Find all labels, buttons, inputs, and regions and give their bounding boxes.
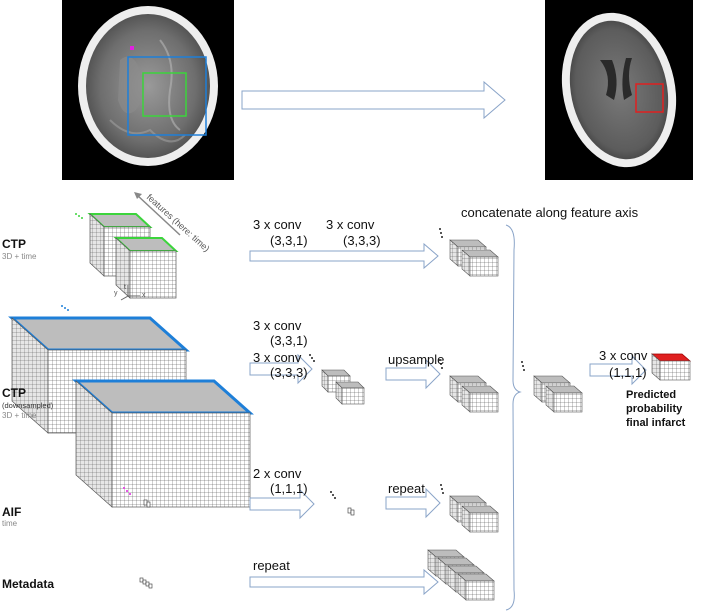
concatenate-label: concatenate along feature axis [461,205,639,220]
conv-3x333-kernel: (3,3,3) [343,233,381,248]
prediction-label: Predicted probability final infarct [626,388,706,430]
metadata-repeated-stack [427,549,495,601]
aif-conv-arrow [249,488,315,520]
upsample-arrow [385,358,441,390]
ctp-downsampled-volume [8,305,254,508]
concatenate-brace [505,224,522,611]
ctp-feature-stack [439,228,499,277]
aif-repeat-label: repeat [388,481,425,496]
metadata-repeat-label: repeat [253,558,290,573]
output-ct-image [545,0,693,180]
conv-3x311-label: 3 x conv [253,217,302,232]
mid-conv-b-kernel: (3,3,3) [270,365,308,380]
aif-repeat-arrow [385,487,441,519]
conv-3x333-label: 3 x conv [326,217,375,232]
ctpds-conv-arrow [249,353,313,385]
upsampled-feature-stack [439,359,499,413]
ctp-row-sub: 3D + time [2,252,37,261]
concatenated-feature-stack [521,361,583,413]
top-arrow [241,80,506,120]
axis-y-label: y [114,290,118,297]
predicted-infarct-volume [650,353,692,381]
mid-conv-a-kernel: (3,3,1) [270,333,308,348]
upsample-label: upsample [388,352,445,367]
aif-marker [130,46,134,50]
ctp-row-title: CTP [2,237,26,251]
mid-conv-a-label: 3 x conv [253,318,302,333]
ctpds-row-mid: (downsampled) [2,401,54,410]
blue-roi-box [127,56,207,136]
mid-conv-b-label: 3 x conv [253,350,302,365]
ctpds-row-title: CTP [2,386,26,400]
prediction-line-3: final infarct [626,417,686,429]
ctpds-feature-stack [309,354,365,405]
final-conv-arrow [589,354,647,386]
red-roi-box [635,83,664,113]
aif-conv-label: 2 x conv [253,466,302,481]
conv-3x311-kernel: (3,3,1) [270,233,308,248]
metadata-row-title: Metadata [2,577,55,591]
prediction-line-1: Predicted [626,389,677,401]
ctp-input-volume [75,213,179,301]
aif-features [330,491,355,516]
features-axis-arrow [136,194,181,236]
aif-conv-kernel: (1,1,1) [270,481,308,496]
input-ct-image [62,0,234,180]
aif-row-sub: time [2,519,18,528]
final-conv-label: 3 x conv [599,348,648,363]
axis-x-label: x [142,292,146,299]
green-roi-box [142,72,187,117]
metadata-repeat-arrow [249,568,439,596]
ctp-conv-arrow [249,242,439,270]
aif-input [123,487,151,508]
metadata-input [139,577,153,589]
aif-row-title: AIF [2,505,22,519]
final-conv-kernel: (1,1,1) [609,365,647,380]
ctpds-row-sub: 3D + time [2,411,37,420]
aif-repeated-stack [440,484,499,533]
axis-t-label: t [124,284,126,291]
prediction-line-2: probability [626,403,683,415]
